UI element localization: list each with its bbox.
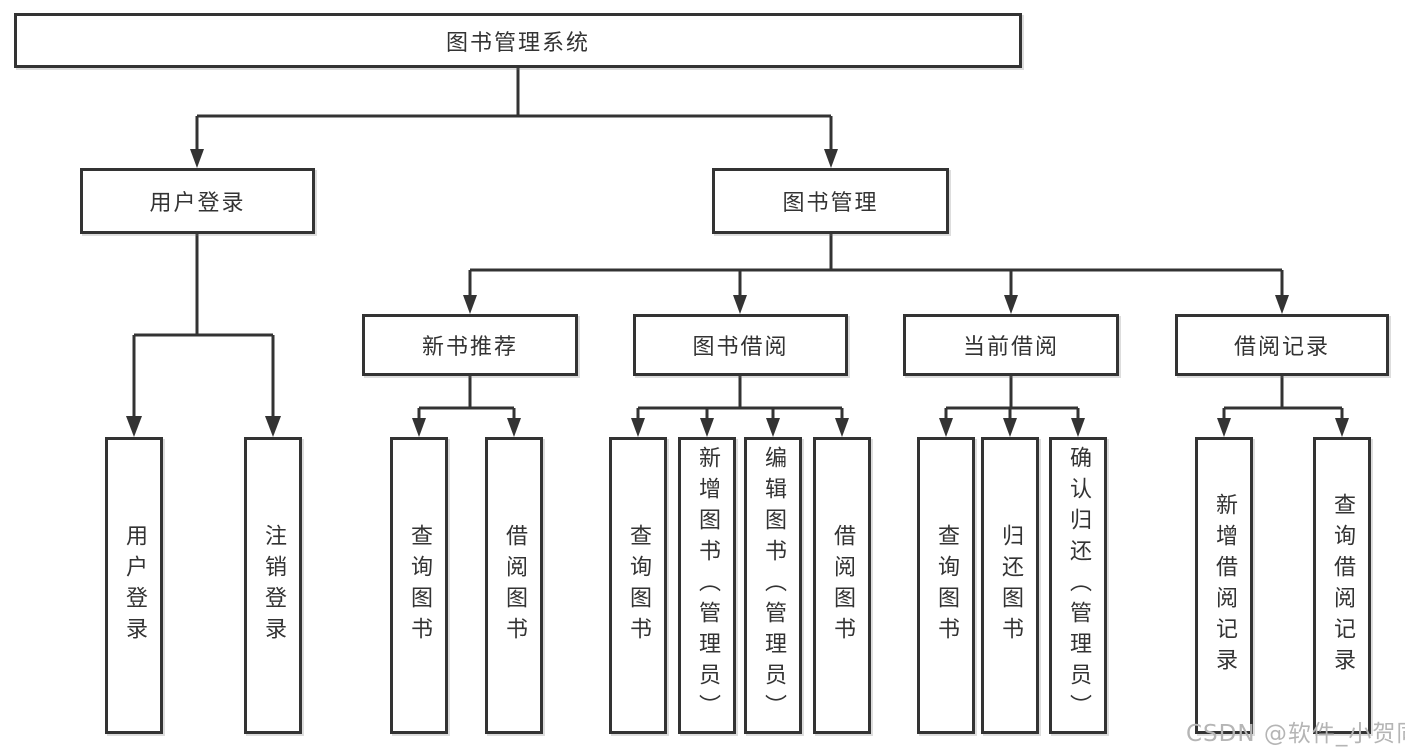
arrowhead [507,418,521,437]
leaf-rec-query-books: 查询图书 [390,437,448,734]
node-borrow-records-label: 借阅记录 [1233,335,1330,360]
arrowheads [126,149,1349,437]
node-current-borrow: 当前借阅 [903,314,1119,376]
leaf-label: 新增借阅记录 [1212,492,1237,679]
arrowhead [835,418,849,437]
leaf-records-add-record: 新增借阅记录 [1195,437,1253,734]
leaf-borrow-add-books-admin: 新增图书（管理员） [678,437,736,734]
arrowhead [1071,418,1085,437]
node-borrow-records: 借阅记录 [1175,314,1389,376]
watermark-text: CSDN @软件_小贺同学 [1186,721,1405,747]
arrowhead [265,416,281,437]
arrowhead [733,295,747,314]
leaf-label: 用户登录 [122,523,147,648]
leaf-borrow-query-books: 查询图书 [609,437,667,734]
arrowhead [1217,418,1231,437]
leaf-label: 归还图书 [998,523,1023,648]
leaf-label: 借阅图书 [502,523,527,648]
node-book-borrow: 图书借阅 [633,314,848,376]
leaf-current-confirm-return-admin: 确认归还（管理员） [1049,437,1107,734]
connector-root-to-level2 [195,68,833,153]
arrowhead [412,418,426,437]
node-user-login-label: 用户登录 [149,191,246,216]
connector-book-mgmt-to-level3 [468,234,1284,299]
connector-user-login-to-leaves [132,234,275,422]
leaf-user-login: 用户登录 [105,437,163,734]
node-current-borrow-label: 当前借阅 [962,335,1059,360]
node-user-login: 用户登录 [80,168,315,234]
leaf-current-return-books: 归还图书 [981,437,1039,734]
leaf-label: 注销登录 [261,523,286,648]
leaf-current-query-books: 查询图书 [917,437,975,734]
leaf-records-query-record: 查询借阅记录 [1313,437,1371,734]
leaf-logout: 注销登录 [244,437,302,734]
leaf-borrow-borrow-books: 借阅图书 [813,437,871,734]
leaf-label: 查询图书 [626,523,651,648]
arrowhead [824,149,838,168]
node-book-mgmt-label: 图书管理 [782,191,879,216]
arrowhead [700,418,714,437]
connector-current-borrow-to-leaves [944,376,1080,422]
arrowhead [126,416,142,437]
connector-book-borrow-to-leaves [636,376,844,422]
node-book-borrow-label: 图书借阅 [692,335,789,360]
node-new-book-rec-label: 新书推荐 [421,335,518,360]
leaf-rec-borrow-books: 借阅图书 [485,437,543,734]
arrowhead [1003,418,1017,437]
arrowhead [463,295,477,314]
leaf-label: 确认归还（管理员） [1066,446,1091,725]
node-root-label: 图书管理系统 [445,30,590,56]
leaf-label: 编辑图书（管理员） [761,446,786,725]
node-root: 图书管理系统 [14,13,1022,68]
leaf-label: 新增图书（管理员） [695,446,720,725]
connector-borrow-records-to-leaves [1222,376,1344,422]
arrowhead [1004,295,1018,314]
arrowhead [190,149,204,168]
leaf-label: 查询图书 [934,523,959,648]
arrowhead [1275,295,1289,314]
arrowhead [631,418,645,437]
connector-new-book-rec-to-leaves [417,376,516,422]
arrowhead [939,418,953,437]
leaf-borrow-edit-books-admin: 编辑图书（管理员） [744,437,802,734]
node-book-mgmt: 图书管理 [712,168,949,234]
leaf-label: 借阅图书 [830,523,855,648]
node-new-book-rec: 新书推荐 [362,314,578,376]
arrowhead [766,418,780,437]
leaf-label: 查询图书 [407,523,432,648]
arrowhead [1335,418,1349,437]
leaf-label: 查询借阅记录 [1330,492,1355,679]
